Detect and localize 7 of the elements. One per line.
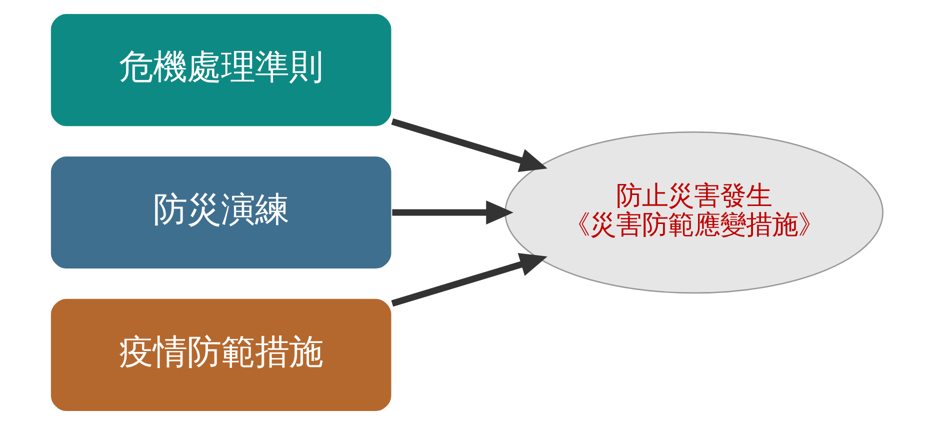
arrow [392,200,513,224]
node-box: 防災演練 [49,155,392,270]
arrow [390,252,547,307]
node-box: 疫情防範措施 [49,298,392,412]
arrow [390,118,547,172]
node-ellipse: 防止災害發生 《災害防範應變措施》 [504,131,883,294]
node-box: 危機處理準則 [49,12,392,128]
